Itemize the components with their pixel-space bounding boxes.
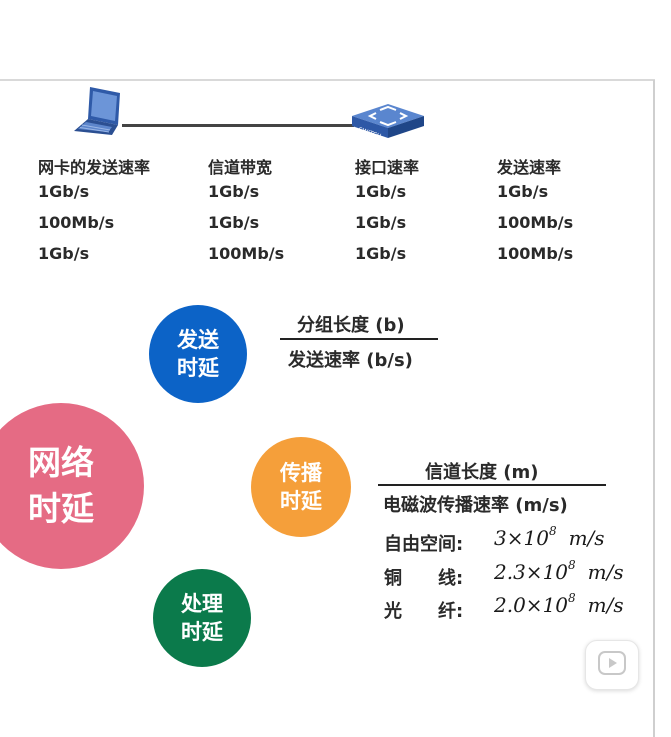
propagation-denominator: 电磁波传播速率 (m/s) <box>383 495 568 516</box>
switch-icon: SWITCH <box>350 94 426 144</box>
table-cell: 1Gb/s <box>355 244 407 263</box>
table-cell: 1Gb/s <box>355 213 407 232</box>
circle-line: 发送 <box>177 327 219 352</box>
table-cell: 1Gb/s <box>38 244 90 263</box>
table-header: 接口速率 <box>355 158 420 177</box>
table-cell: 100Mb/s <box>497 213 574 232</box>
speed-medium: 光 纤: <box>384 601 464 622</box>
table-cell: 100Mb/s <box>208 244 285 263</box>
speed-mantissa: 3×10 <box>494 526 549 550</box>
speed-exponent: 8 <box>568 558 576 573</box>
laptop-icon <box>68 85 128 141</box>
speed-exponent: 8 <box>548 524 557 539</box>
network-link <box>122 124 354 127</box>
propagation-delay-circle: 传播 时延 <box>251 437 351 537</box>
circle-line: 时延 <box>177 356 219 380</box>
right-border <box>653 80 655 737</box>
speed-medium: 自由空间: <box>384 534 464 555</box>
speed-mantissa: 2.0×10 <box>494 593 569 617</box>
fraction-bar <box>378 484 606 486</box>
transmission-denominator: 发送速率 (b/s) <box>288 350 413 371</box>
table-cell: 1Gb/s <box>208 213 260 232</box>
play-icon <box>597 650 627 680</box>
table-header: 网卡的发送速率 <box>38 158 151 177</box>
play-button[interactable] <box>585 640 639 690</box>
table-cell: 100Mb/s <box>38 213 115 232</box>
speed-value: 3×108 m/s <box>494 524 605 550</box>
transmission-delay-circle: 发送 时延 <box>149 305 247 403</box>
circle-line: 时延 <box>28 489 94 528</box>
table-cell: 1Gb/s <box>38 182 90 201</box>
circle-line: 传播 <box>280 460 322 485</box>
table-header: 信道带宽 <box>208 158 273 177</box>
table-cell: 1Gb/s <box>208 182 260 201</box>
top-divider <box>0 79 655 81</box>
table-cell: 1Gb/s <box>355 182 407 201</box>
speed-value: 2.3×108 m/s <box>494 558 624 584</box>
circle-line: 时延 <box>280 489 322 513</box>
speed-unit: m/s <box>568 526 605 550</box>
speed-mantissa: 2.3×10 <box>494 560 569 584</box>
speed-exponent: 8 <box>568 591 576 606</box>
table-cell: 100Mb/s <box>497 244 574 263</box>
speed-unit: m/s <box>587 560 624 584</box>
speed-medium: 铜 线: <box>384 568 464 589</box>
circle-line: 网络 <box>28 442 94 482</box>
circle-line: 时延 <box>181 620 223 644</box>
processing-delay-circle: 处理 时延 <box>153 569 251 667</box>
fraction-bar <box>280 338 438 340</box>
propagation-numerator: 信道长度 (m) <box>425 462 539 483</box>
speed-unit: m/s <box>587 593 624 617</box>
table-cell: 1Gb/s <box>497 182 549 201</box>
table-header: 发送速率 <box>497 158 562 177</box>
speed-value: 2.0×108 m/s <box>494 591 624 617</box>
transmission-numerator: 分组长度 (b) <box>297 315 405 336</box>
circle-line: 处理 <box>181 591 223 616</box>
network-delay-circle: 网络 时延 <box>0 403 144 569</box>
